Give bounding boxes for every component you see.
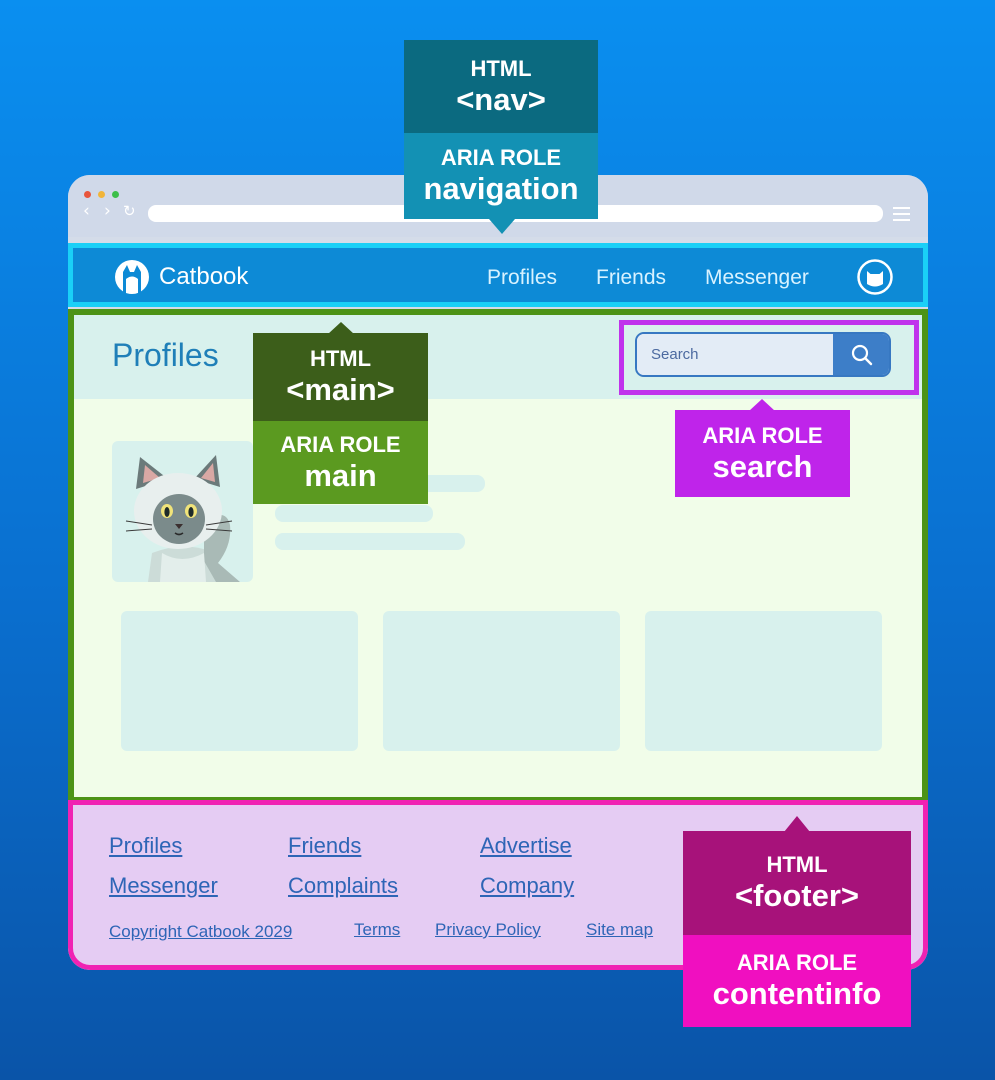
label-tag-text: <main> bbox=[286, 372, 395, 407]
profile-line-placeholder bbox=[275, 505, 433, 522]
label-role-text: search bbox=[712, 448, 813, 484]
label-tag-text: <footer> bbox=[734, 878, 860, 913]
main-html-label: HTML <main> bbox=[253, 333, 428, 421]
label-html-text: HTML bbox=[766, 852, 828, 877]
nav-bar: Catbook Profiles Friends Messenger bbox=[68, 243, 928, 307]
footer-link-profiles[interactable]: Profiles bbox=[109, 833, 183, 858]
page-title: Profiles bbox=[112, 337, 219, 373]
cat-avatar-icon[interactable] bbox=[857, 259, 893, 295]
label-aria-text: ARIA ROLE bbox=[736, 950, 858, 975]
content-card-placeholder bbox=[121, 611, 358, 751]
footer-aria-label: ARIA ROLE contentinfo bbox=[683, 935, 911, 1027]
maximize-window-dot[interactable] bbox=[112, 191, 119, 198]
nav-link-friends[interactable]: Friends bbox=[596, 266, 667, 289]
profile-avatar bbox=[112, 441, 253, 582]
search-aria-label: ARIA ROLE search bbox=[675, 410, 850, 497]
label-html-text: HTML bbox=[309, 346, 372, 371]
footer-link-advertise[interactable]: Advertise bbox=[480, 833, 572, 858]
search-box bbox=[635, 332, 891, 377]
main-label-pointer bbox=[328, 322, 354, 334]
cat-head-icon bbox=[115, 260, 149, 294]
main-area: Profiles bbox=[68, 309, 928, 803]
label-aria-text: ARIA ROLE bbox=[702, 422, 823, 448]
label-tag-text: <nav> bbox=[456, 81, 546, 117]
label-aria-text: ARIA ROLE bbox=[440, 145, 562, 170]
footer-link-company[interactable]: Company bbox=[480, 873, 575, 898]
footer-link-messenger[interactable]: Messenger bbox=[109, 873, 218, 898]
reload-icon[interactable]: ↻ bbox=[123, 202, 136, 220]
footer-link-privacy-policy[interactable]: Privacy Policy bbox=[435, 920, 541, 939]
nav-link-profiles[interactable]: Profiles bbox=[487, 266, 558, 289]
nav-aria-label: ARIA ROLE navigation bbox=[404, 133, 598, 219]
siamese-cat-illustration bbox=[125, 455, 240, 582]
nav-label-pointer bbox=[489, 219, 515, 234]
close-window-dot[interactable] bbox=[84, 191, 91, 198]
minimize-window-dot[interactable] bbox=[98, 191, 105, 198]
browser-window: ‹ › ↻ Catbook Profiles Friends Messenger… bbox=[68, 175, 928, 970]
back-arrow-icon[interactable]: ‹ bbox=[83, 201, 90, 221]
footer-label-pointer bbox=[784, 816, 810, 832]
brand[interactable]: Catbook bbox=[115, 259, 248, 295]
content-card-placeholder bbox=[383, 611, 620, 751]
forward-arrow-icon[interactable]: › bbox=[104, 201, 111, 221]
footer-link-complaints[interactable]: Complaints bbox=[288, 873, 399, 898]
main-aria-label: ARIA ROLE main bbox=[253, 421, 428, 504]
profile-line-placeholder bbox=[275, 533, 465, 550]
brand-name: Catbook bbox=[159, 263, 249, 290]
label-role-text: main bbox=[304, 457, 377, 493]
search-input[interactable] bbox=[637, 334, 835, 375]
search-label-pointer bbox=[749, 399, 775, 411]
label-aria-text: ARIA ROLE bbox=[280, 431, 401, 457]
nav-link-messenger[interactable]: Messenger bbox=[705, 266, 809, 289]
search-button[interactable] bbox=[833, 334, 889, 375]
nav-html-label: HTML <nav> bbox=[404, 40, 598, 133]
footer-link-terms[interactable]: Terms bbox=[354, 920, 401, 939]
footer-html-label: HTML <footer> bbox=[683, 831, 911, 935]
content-card-placeholder bbox=[645, 611, 882, 751]
label-html-text: HTML bbox=[470, 55, 532, 81]
footer-copyright[interactable]: Copyright Catbook 2029 bbox=[109, 922, 293, 941]
footer-link-site-map[interactable]: Site map bbox=[586, 920, 654, 939]
hamburger-menu-icon[interactable] bbox=[893, 207, 910, 221]
magnifier-icon bbox=[851, 344, 873, 366]
label-role-text: navigation bbox=[423, 171, 579, 206]
label-role-text: contentinfo bbox=[712, 976, 882, 1011]
footer-link-friends[interactable]: Friends bbox=[288, 833, 362, 858]
search-region-outline bbox=[619, 320, 919, 395]
